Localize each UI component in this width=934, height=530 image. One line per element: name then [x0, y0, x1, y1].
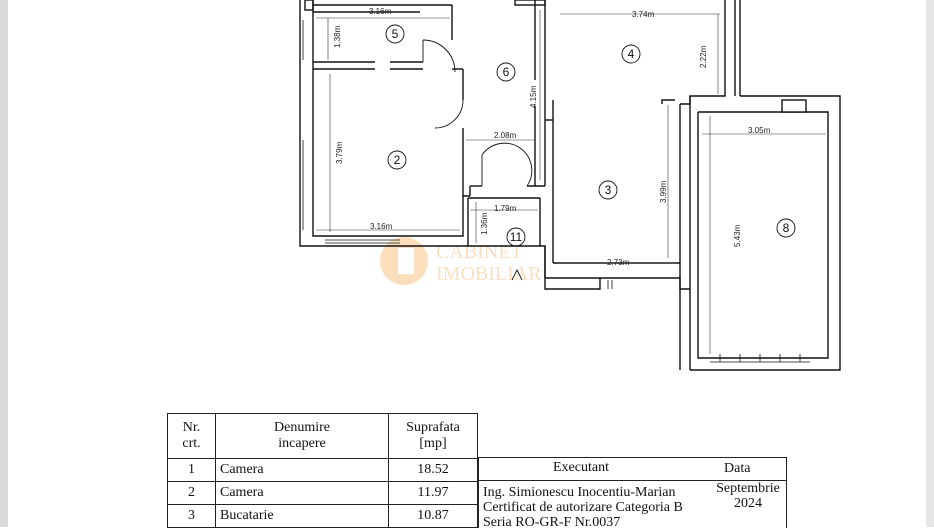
dim-room2-width: 3.16m: [370, 222, 393, 231]
header-name: Denumire incapere: [215, 413, 389, 459]
room-number-8: 8: [783, 221, 790, 235]
dim-room6-width: 2.08m: [494, 131, 517, 140]
dimension-lines: [316, 10, 826, 354]
header-area: Suprafata [mp]: [388, 413, 478, 459]
date-year: 2024: [734, 496, 762, 511]
room-marker-5: [385, 24, 405, 44]
row-nr: 3: [167, 504, 216, 528]
room-number-4: 4: [628, 47, 635, 61]
date-title: Data: [724, 461, 751, 476]
room-marker-6: [496, 62, 516, 82]
dim-room5-height: 1.38m: [333, 25, 342, 48]
dim-room2-height: 3.79m: [335, 141, 344, 164]
dim-room8-height: 5.43m: [733, 224, 742, 247]
table-row: 3 Bucatarie 10.87: [167, 504, 478, 528]
dim-room11-height: 1.36m: [480, 212, 489, 235]
dim-room11-width: 1.79m: [494, 204, 517, 213]
room-marker-3: [598, 180, 618, 200]
dim-room3-height: 3.99m: [659, 180, 668, 203]
watermark-line1: CABINET: [436, 241, 523, 263]
engineer-series: Seria RO-GR-F Nr.0037: [483, 515, 621, 530]
row-area: 11.97: [388, 481, 478, 505]
floor-plan: CABINET IMOBILIAR: [299, 0, 841, 371]
watermark-line2: IMOBILIAR: [436, 263, 542, 285]
header-nr: Nr. crt.: [167, 413, 216, 459]
row-name: Camera: [215, 481, 389, 505]
executant-box: Executant Data Ing. Simionescu Inocentiu…: [478, 457, 787, 530]
room-marker-11: [506, 227, 526, 247]
executant-title: Executant: [553, 460, 609, 475]
executant-header: Executant Data: [479, 458, 786, 481]
room-marker-4: [621, 44, 641, 64]
row-name: Camera: [215, 458, 389, 482]
room-marker-8: [776, 218, 796, 238]
row-nr: 2: [167, 481, 216, 505]
page-left-edge: [0, 0, 8, 527]
watermark-logo: [380, 237, 428, 285]
engineer-info: Ing. Simionescu Inocentiu-Marian Certifi…: [483, 485, 683, 530]
dim-room6-height: 4.15m: [529, 85, 538, 108]
room-number-11: 11: [510, 230, 523, 244]
table-row: 1 Camera 18.52: [167, 458, 478, 482]
doors: [422, 39, 546, 281]
page-right-edge: [926, 0, 934, 527]
dim-room4-height: 2.22m: [699, 45, 708, 68]
room-number-6: 6: [503, 65, 510, 79]
row-name: Bucatarie: [215, 504, 389, 528]
table-row: 2 Camera 11.97: [167, 481, 478, 505]
room-number-2: 2: [394, 153, 401, 167]
date-value: Septembrie 2024: [711, 481, 785, 511]
walls: [299, 0, 841, 371]
dim-room8-width: 3.05m: [748, 126, 771, 135]
table-header-row: Nr. crt. Denumire incapere Suprafata [mp…: [167, 413, 478, 459]
date-month: Septembrie: [716, 481, 780, 496]
room-marker-2: [387, 150, 407, 170]
row-area: 18.52: [388, 458, 478, 482]
dim-room5-width: 3.16m: [369, 7, 392, 16]
engineer-name: Ing. Simionescu Inocentiu-Marian: [483, 485, 676, 500]
dim-room3-width: 2.73m: [607, 258, 630, 267]
rooms-table: Nr. crt. Denumire incapere Suprafata [mp…: [167, 413, 478, 528]
dim-room4-width: 3.74m: [632, 10, 655, 19]
engineer-certificate: Certificat de autorizare Categoria B: [483, 500, 683, 515]
room-number-5: 5: [392, 27, 399, 41]
room-number-3: 3: [605, 183, 612, 197]
row-area: 10.87: [388, 504, 478, 528]
row-nr: 1: [167, 458, 216, 482]
